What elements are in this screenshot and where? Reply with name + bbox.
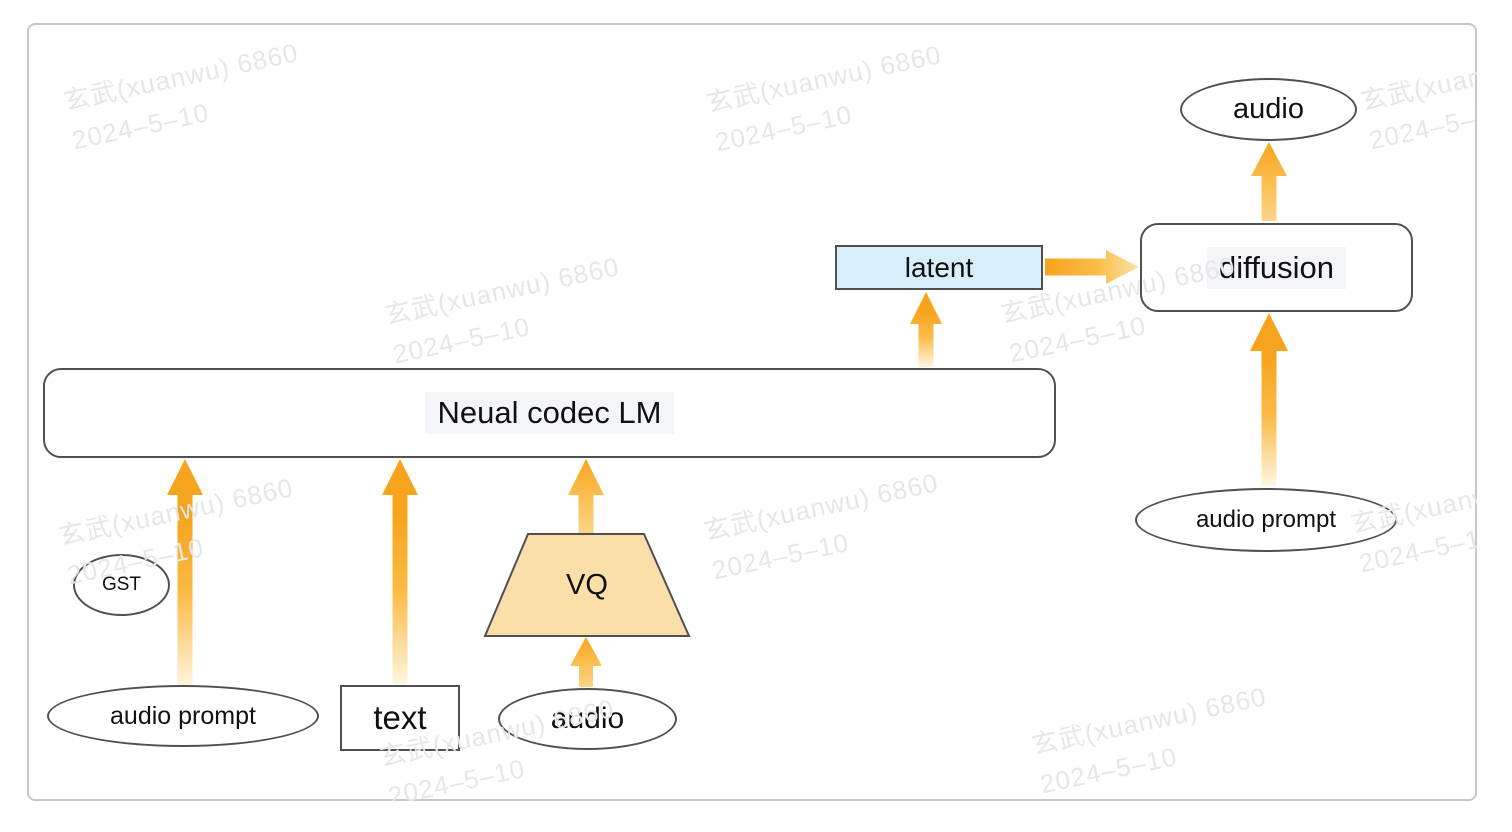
arrow-lm-to-latent <box>910 292 942 367</box>
arrow-diffusion-to-audio <box>1251 142 1287 221</box>
text-input-box: text <box>340 685 460 751</box>
vq-label: VQ <box>566 568 608 601</box>
diffusion-box: diffusion <box>1140 223 1413 312</box>
audio-prompt-right-ellipse: audio prompt <box>1135 488 1397 552</box>
latent-box: latent <box>835 245 1043 290</box>
latent-label: latent <box>904 251 974 283</box>
diagram-frame <box>27 23 1477 801</box>
audio-output-ellipse: audio <box>1180 78 1357 141</box>
audio-prompt-left-ellipse: audio prompt <box>47 685 319 747</box>
neural-codec-lm-label: Neual codec LM <box>425 392 674 434</box>
arrow-latent-to-diffusion <box>1045 250 1139 284</box>
audio-output-label: audio <box>1233 93 1304 125</box>
gst-ellipse: GST <box>73 554 170 616</box>
gst-label: GST <box>101 574 142 595</box>
audio-input-ellipse: audio <box>498 688 677 750</box>
arrow-text-to-lm <box>382 459 418 684</box>
audio-prompt-right-label: audio prompt <box>1195 506 1337 533</box>
audio-prompt-left-label: audio prompt <box>110 701 256 730</box>
neural-codec-lm-box: Neual codec LM <box>43 368 1056 458</box>
audio-input-label: audio <box>550 702 625 735</box>
arrow-audio-prompt-left-to-lm <box>167 459 203 686</box>
vq-trapezoid <box>483 533 691 637</box>
vq-label-wrap: VQ <box>485 534 689 636</box>
diffusion-label: diffusion <box>1207 246 1346 289</box>
arrow-audio-to-vq <box>570 637 602 687</box>
text-input-label: text <box>373 699 427 736</box>
arrow-vq-to-lm <box>568 459 604 533</box>
arrow-audio-prompt-right-to-diffusion <box>1250 313 1288 486</box>
